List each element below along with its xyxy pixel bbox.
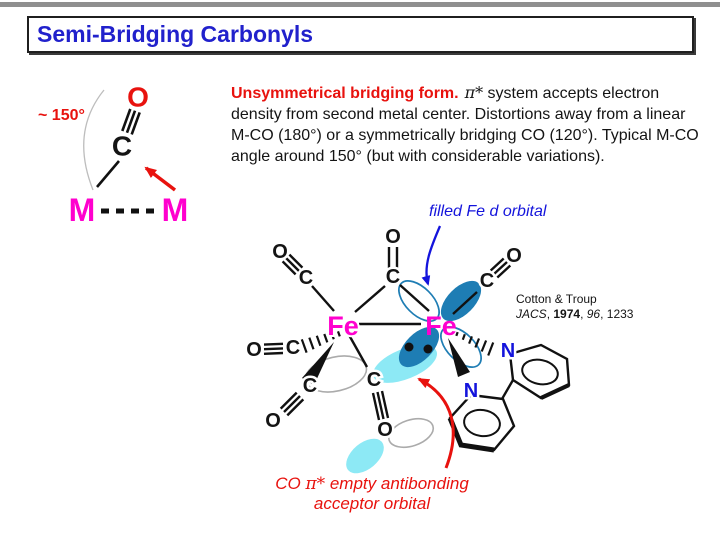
- citation-pages: 1233: [606, 306, 634, 321]
- d-orbital-lobe-filled-ll: [398, 326, 440, 368]
- atom-n-label: N: [464, 380, 478, 402]
- title-box: Semi-Bridging Carbonyls: [27, 16, 694, 53]
- atom-c-label: C: [386, 266, 400, 288]
- filled-orbital-label: filled Fe d orbital: [429, 203, 547, 220]
- pi-star-gray-lobe-o: [387, 417, 435, 449]
- empty-orbital-pre: CO: [275, 474, 306, 493]
- citation-separator: ,: [546, 306, 554, 321]
- atom-c-label: C: [299, 267, 313, 289]
- citation-volume: 96: [586, 306, 601, 321]
- d-orbital-lobe-filled-ur: [440, 280, 482, 322]
- citation: Cotton & Troup JACS, 1974, 96, 1233: [516, 292, 633, 321]
- fe-complex-structure: O C O C O C C O C O C O Fe Fe N N: [244, 224, 571, 474]
- atom-c-label: C: [480, 270, 494, 292]
- lead-phrase: Unsymmetrical bridging form.: [231, 85, 459, 102]
- bold-wedge-co: [302, 342, 334, 385]
- atom-o-label: O: [246, 339, 262, 361]
- atom-o-label: O: [385, 226, 401, 248]
- atom-c-label: C: [303, 375, 317, 397]
- empty-orbital-label: CO π* empty antibonding acceptor orbital: [258, 474, 486, 513]
- angle-arc: [83, 89, 105, 191]
- citation-reference: JACS, 1974, 96, 1233: [516, 307, 633, 322]
- hashed-wedge-n: [455, 331, 495, 356]
- electron-dot: [404, 342, 414, 352]
- mco-angle-schematic: ~ 150° O C M M: [38, 82, 188, 229]
- window-top-edge: [0, 2, 720, 7]
- metal-right-label: M: [162, 192, 189, 228]
- atom-c-label: C: [112, 131, 132, 162]
- pi-star-symbol: π*: [464, 83, 484, 102]
- citation-journal: JACS: [516, 306, 547, 321]
- bond-lines: [263, 247, 512, 421]
- slide-title: Semi-Bridging Carbonyls: [37, 21, 314, 47]
- body-text: system accepts electron density from sec…: [231, 85, 699, 165]
- citation-separator: ,: [600, 306, 607, 321]
- empty-orbital-line1: CO π* empty antibonding: [258, 474, 486, 494]
- filled-orbital-arrow: [421, 225, 442, 286]
- empty-orbital-post: empty antibonding: [325, 474, 469, 493]
- atom-o-label: O: [272, 241, 288, 263]
- atom-o-label: O: [265, 410, 281, 432]
- electron-dot: [423, 344, 433, 354]
- bold-wedge-n: [448, 338, 470, 377]
- metal-left-label: M: [69, 192, 96, 228]
- fe-left-label: Fe: [327, 311, 359, 341]
- description-text: Unsymmetrical bridging form. π* system ac…: [231, 82, 703, 167]
- fe-right-label: Fe: [425, 311, 457, 341]
- co-triple-bond: [121, 108, 141, 135]
- pi-star-symbol: π*: [305, 474, 326, 494]
- donation-arrow: [144, 166, 177, 192]
- atom-n-label: N: [501, 340, 515, 362]
- empty-orbital-arrow: [417, 377, 455, 469]
- m-c-bond: [96, 160, 120, 188]
- pi-star-cyan-lobe-o: [346, 438, 384, 474]
- atom-o-label: O: [506, 245, 522, 267]
- atom-c-label: C: [367, 369, 381, 391]
- atom-o-label: O: [377, 419, 393, 441]
- citation-year: 1974: [553, 306, 581, 321]
- empty-orbital-line2: acceptor orbital: [313, 494, 431, 513]
- angle-label: ~ 150°: [38, 107, 85, 124]
- citation-separator: ,: [580, 306, 587, 321]
- hashed-wedge-left: [300, 331, 341, 353]
- atom-o-label: O: [127, 82, 149, 113]
- atom-c-label: C: [286, 337, 300, 359]
- citation-authors: Cotton & Troup: [516, 292, 597, 306]
